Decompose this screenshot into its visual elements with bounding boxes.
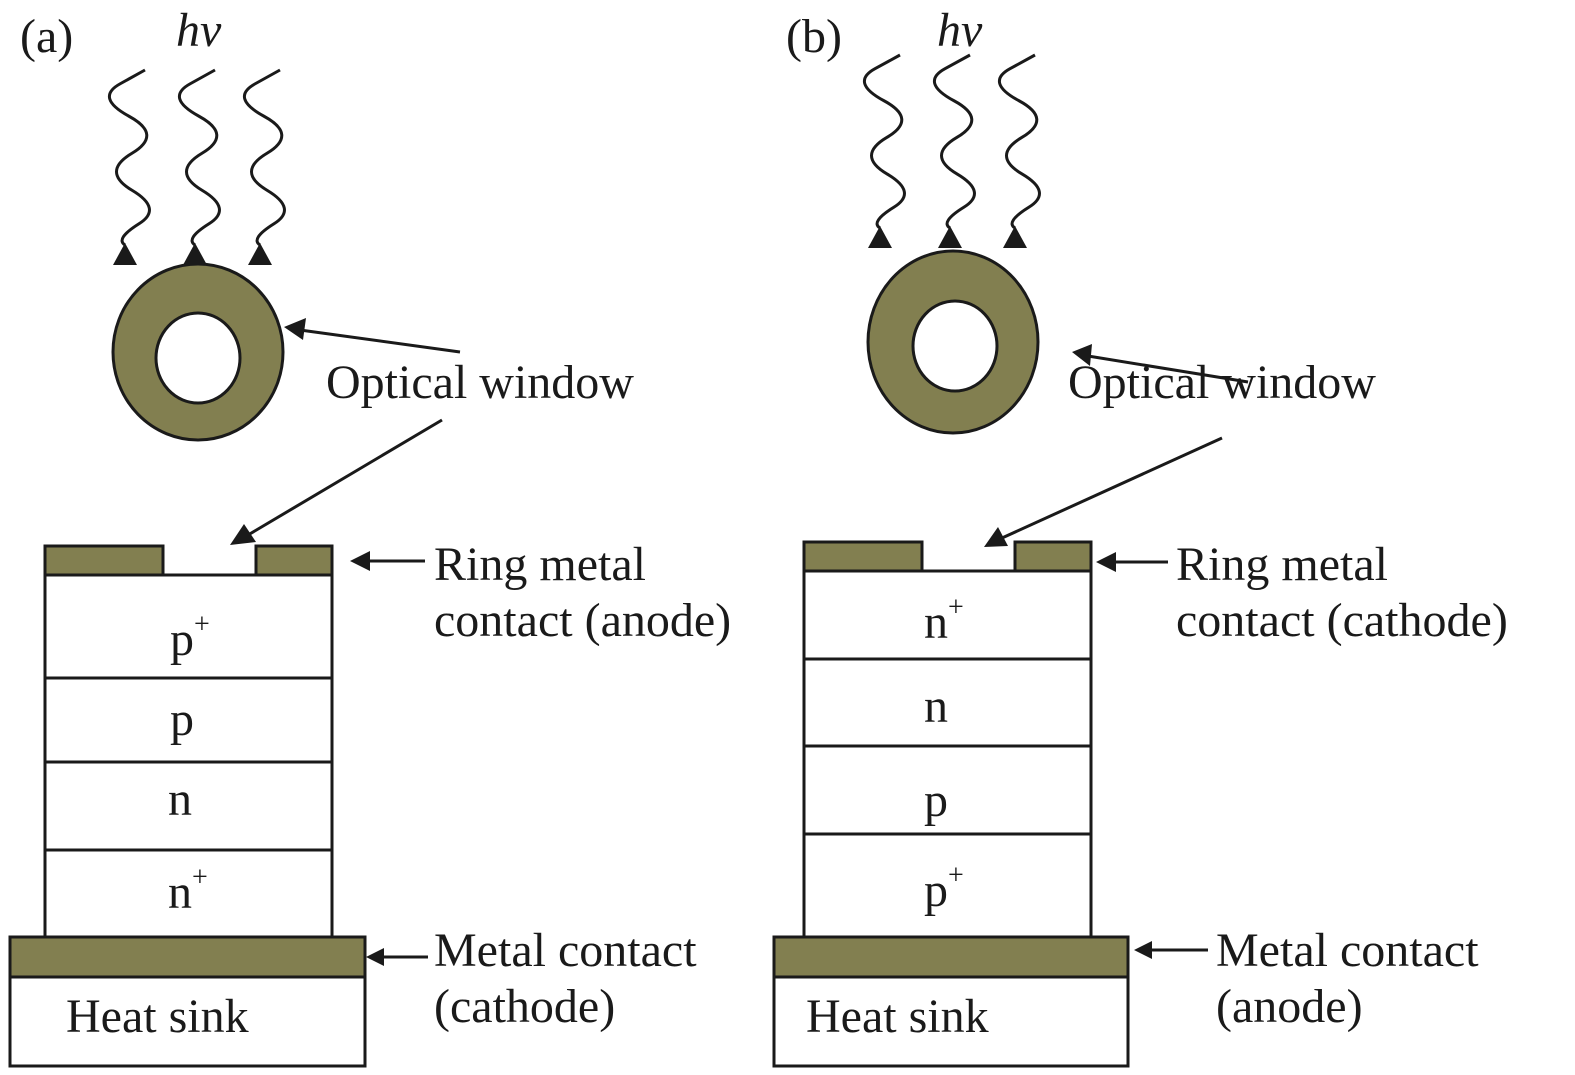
panel-a-ring-contact-label-1: Ring metal [434,538,646,591]
heat-sink [8,975,367,1068]
layer-3 [802,744,1093,836]
arrow-ring-contact-icon [1096,552,1168,572]
arrow-to-window-gap-icon [984,436,1223,547]
panel-a-photon-label: hv [176,4,222,57]
panel-b-ring-contact-label-2: contact (cathode) [1176,594,1508,647]
photon-wave [863,53,906,230]
panel-a-device-stack: p+ p n n+ Heat sink [8,544,367,1068]
ring-contact-right [254,544,334,577]
panel-b-bottom-contact-label-1: Metal contact [1216,924,1479,977]
arrow-ring-contact-icon [350,551,425,571]
photon-wave [108,68,151,247]
panel-a-ring-contact-label-2: contact (anode) [434,594,731,647]
ring-contact-left [802,540,924,573]
layer-1 [43,573,334,680]
photon-wave [998,53,1041,230]
panel-b-bottom-contact-label-2: (anode) [1216,980,1363,1033]
arrow-to-ring-icon [284,318,461,354]
panel-b-device-stack: n+ n p p+ Heat sink [772,540,1130,1068]
optical-window-ring-icon [866,249,1040,435]
bottom-metal-contact [772,935,1130,979]
heat-sink-label: Heat sink [66,990,249,1043]
photon-arrowhead [248,243,272,265]
ring-contact-left [43,544,165,577]
layer-4-label: n+ [168,862,208,919]
panel-a-bottom-contact-label-1: Metal contact [434,924,697,977]
heat-sink [772,975,1130,1068]
panel-a-optical-window-label: Optical window [326,356,634,409]
panel-a: (a) hv Optical window p+ p [8,4,731,1068]
arrow-bottom-contact-icon [1134,941,1208,959]
photon-arrowhead [183,243,207,265]
layer-2 [43,676,334,764]
photon-arrowhead [868,226,892,248]
optical-window-ring-icon [111,262,285,442]
layer-1-label: n+ [924,592,964,649]
photon-arrowhead [938,226,962,248]
photon-arrowhead [1003,226,1027,248]
photon-arrowhead [113,243,137,265]
layer-3-label: p [924,774,948,827]
photon-wave [243,68,286,247]
layer-1-label: p+ [170,609,210,666]
arrow-to-window-gap-icon [230,418,443,545]
panel-a-bottom-contact-label-2: (cathode) [434,980,615,1033]
photon-wave [178,68,221,247]
photon-waves-icon [863,53,1041,248]
panel-b-photon-label: hv [937,4,983,57]
layer-4 [802,832,1093,939]
layer-2-label: p [170,693,194,746]
heat-sink-label: Heat sink [806,990,989,1043]
panel-b: (b) hv Optical window n+ n p [772,4,1508,1068]
panel-b-ring-contact-label-1: Ring metal [1176,538,1388,591]
arrow-bottom-contact-icon [366,948,428,966]
photon-waves-icon [108,68,286,265]
panel-a-tag: (a) [20,10,73,63]
photon-wave [933,53,976,230]
layer-4-label: p+ [924,860,964,917]
ring-contact-right [1013,540,1093,573]
panel-b-optical-window-label: Optical window [1068,356,1376,409]
layer-2-label: n [924,680,948,733]
bottom-metal-contact [8,935,367,979]
layer-1 [802,569,1093,661]
arrow-to-ring-icon [1072,344,1249,384]
layer-3 [43,760,334,852]
panel-b-tag: (b) [786,10,842,63]
layer-3-label: n [168,773,192,826]
